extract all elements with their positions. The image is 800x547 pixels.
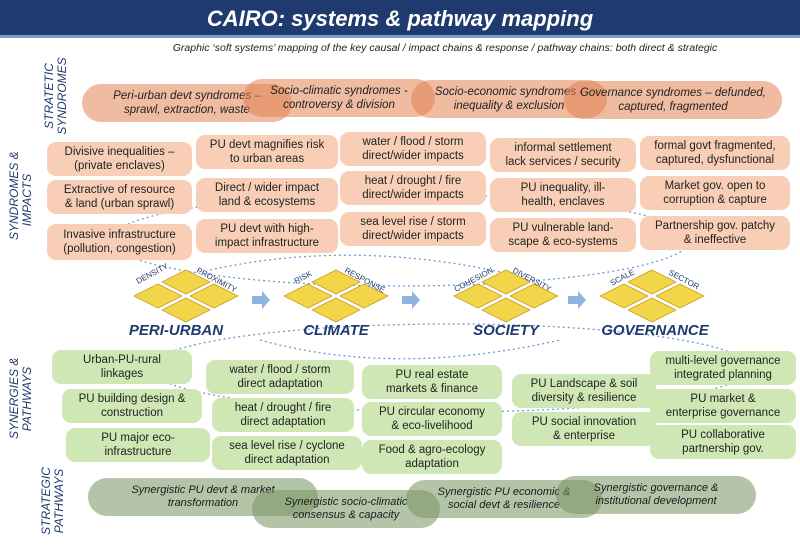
pathway-box: PU social innovation& enterprise <box>512 412 656 446</box>
domain-grid-society <box>453 269 559 323</box>
pathway-box: PU major eco-infrastructure <box>66 428 210 462</box>
strategic-pathway-governance: Synergistic governance &institutional de… <box>556 476 756 514</box>
domain-grid-governance <box>599 269 705 323</box>
domain-label-peri-urban: PERI-URBAN <box>128 322 224 339</box>
arrow-right-icon <box>252 291 270 309</box>
syndrome-socio-climatic: Socio-climatic syndromes -controversy & … <box>243 79 435 117</box>
impact-box: Extractive of resource& land (urban spra… <box>47 180 192 214</box>
impact-box: Partnership gov. patchy& ineffective <box>640 216 790 250</box>
impact-box: Divisive inequalities –(private enclaves… <box>47 142 192 176</box>
mid-loop-upper <box>209 254 501 273</box>
domain-grid-climate <box>283 269 389 323</box>
axis-label: RISK <box>293 269 314 286</box>
domain-label-climate: CLIMATE <box>303 322 369 339</box>
arrow-right-icon <box>402 291 420 309</box>
pathway-box: PU market &enterprise governance <box>650 389 796 423</box>
domain-label-governance: GOVERNANCE <box>601 322 709 339</box>
impact-box: Invasive infrastructure(pollution, conge… <box>47 224 192 260</box>
arrow-right-icon <box>568 291 586 309</box>
impact-box: PU inequality, ill-health, enclaves <box>490 178 636 212</box>
syndrome-governance: Governance syndromes – defunded,captured… <box>564 81 782 119</box>
domain-label-society: SOCIETY <box>473 322 539 339</box>
mid-loop-lower <box>259 339 561 360</box>
impact-box: PU vulnerable land-scape & eco-systems <box>490 218 636 252</box>
impact-box: PU devt with high-impact infrastructure <box>196 219 338 253</box>
page-title: CAIRO: systems & pathway mapping <box>0 0 800 38</box>
pathway-box: PU building design &construction <box>62 389 202 423</box>
domain-grid-peri-urban <box>133 269 239 323</box>
subtitle: Graphic ‘soft systems’ mapping of the ke… <box>172 42 718 54</box>
impact-box: formal govt fragmented,captured, dysfunc… <box>640 136 790 170</box>
pathway-box: PU circular economy& eco-livelihood <box>362 402 502 436</box>
